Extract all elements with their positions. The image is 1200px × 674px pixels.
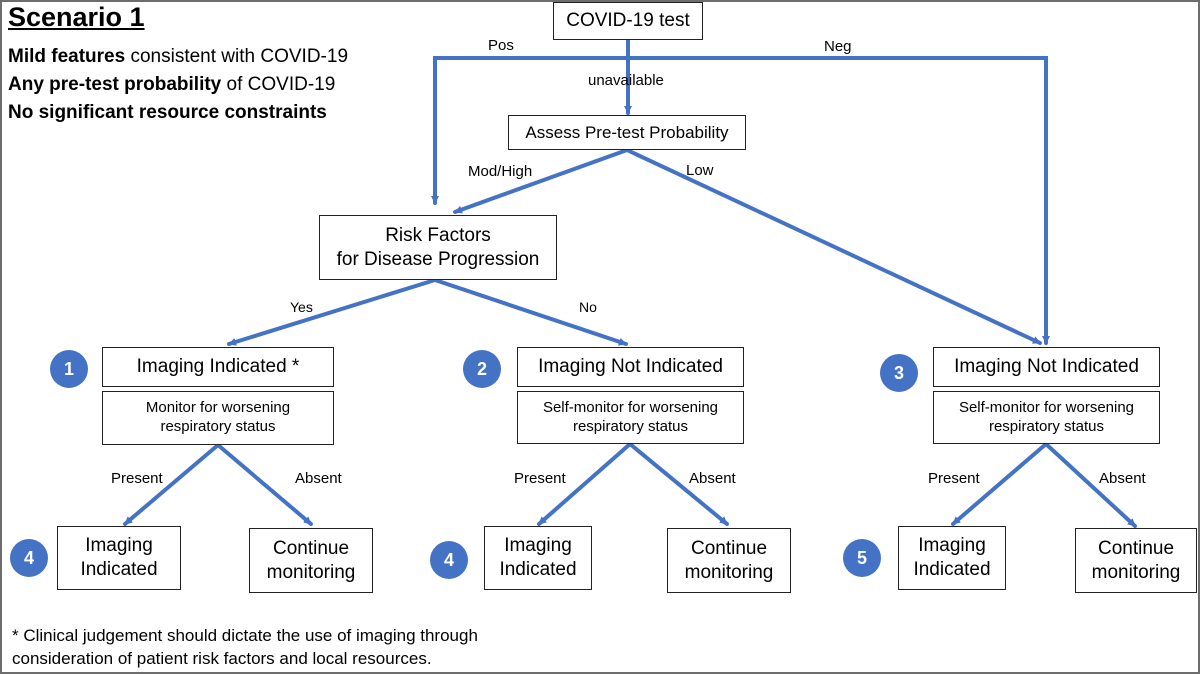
assess-probability-box: Assess Pre-test Probability bbox=[508, 115, 746, 150]
criterion-3: No significant resource constraints bbox=[8, 102, 327, 123]
risk-factors-box: Risk Factors for Disease Progression bbox=[319, 215, 557, 280]
criterion-1: Mild features consistent with COVID-19 bbox=[8, 46, 349, 67]
imaging-not-indicated-box-3: Imaging Not Indicated bbox=[933, 347, 1160, 387]
footnote: * Clinical judgement should dictate the … bbox=[12, 626, 478, 668]
edge-label-present-b: Present bbox=[514, 470, 566, 487]
edge-label-pos: Pos bbox=[488, 37, 514, 54]
arrow-absent-c bbox=[1044, 442, 1137, 528]
imaging-not-indicated-box-2: Imaging Not Indicated bbox=[517, 347, 744, 387]
covid-test-box: COVID-19 test bbox=[553, 2, 703, 40]
edge-label-no: No bbox=[579, 299, 597, 315]
monitor-box-1: Monitor for worsening respiratory status bbox=[102, 391, 334, 445]
arrow-absent-b bbox=[628, 442, 729, 526]
edge-label-low: Low bbox=[686, 162, 714, 179]
arrow-present-b bbox=[537, 442, 632, 526]
scenario-title: Scenario 1 bbox=[8, 2, 145, 32]
edge-label-yes: Yes bbox=[290, 299, 313, 315]
arrow-yes bbox=[227, 278, 437, 346]
arrow-mod-high bbox=[453, 148, 629, 214]
outcome-imaging-box-b: Imaging Indicated bbox=[484, 526, 592, 590]
outcome-continue-box-c: Continue monitoring bbox=[1075, 528, 1197, 593]
outcome-continue-box-b: Continue monitoring bbox=[667, 528, 791, 593]
self-monitor-box-3: Self-monitor for worsening respiratory s… bbox=[933, 391, 1160, 444]
imaging-indicated-box-1: Imaging Indicated * bbox=[102, 347, 334, 387]
scenario-number-4a: 4 bbox=[10, 539, 48, 577]
self-monitor-box-2: Self-monitor for worsening respiratory s… bbox=[517, 391, 744, 444]
scenario-number-5: 5 bbox=[843, 539, 881, 577]
outcome-imaging-box-c: Imaging Indicated bbox=[898, 526, 1006, 590]
scenario-number-3: 3 bbox=[880, 354, 918, 392]
edge-label-present-a: Present bbox=[111, 470, 163, 487]
edge-label-present-c: Present bbox=[928, 470, 980, 487]
outcome-continue-box-a: Continue monitoring bbox=[249, 528, 373, 593]
scenario-number-2: 2 bbox=[463, 350, 501, 388]
arrow-low bbox=[625, 148, 1042, 345]
edge-label-neg: Neg bbox=[824, 38, 852, 55]
edge-label-absent-b: Absent bbox=[689, 470, 736, 487]
arrow-pos bbox=[431, 38, 630, 205]
edge-label-absent-c: Absent bbox=[1099, 470, 1146, 487]
arrow-present-a bbox=[123, 443, 220, 526]
edge-label-unavailable: unavailable bbox=[588, 72, 664, 89]
edge-label-mod-high: Mod/High bbox=[468, 163, 533, 180]
scenario-number-1: 1 bbox=[50, 350, 88, 388]
outcome-imaging-box-a: Imaging Indicated bbox=[57, 526, 181, 590]
criterion-2: Any pre-test probability of COVID-19 bbox=[8, 74, 336, 95]
arrow-no bbox=[433, 278, 628, 346]
scenario-number-4b: 4 bbox=[430, 541, 468, 579]
arrow-present-c bbox=[951, 442, 1048, 526]
edge-label-absent-a: Absent bbox=[295, 470, 342, 487]
arrow-absent-a bbox=[216, 443, 313, 526]
arrow-neg bbox=[626, 56, 1050, 345]
